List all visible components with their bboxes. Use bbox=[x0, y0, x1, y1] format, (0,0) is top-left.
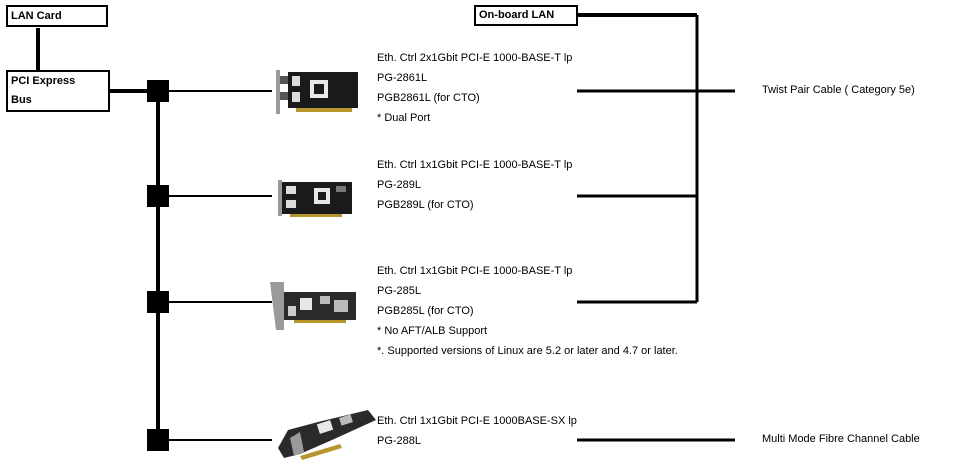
card-image-pg2861l bbox=[276, 70, 358, 114]
lan-card-box: LAN Card bbox=[6, 5, 108, 27]
junction-square-2 bbox=[147, 185, 169, 207]
pci-express-bus-box: PCI Express Bus bbox=[6, 70, 110, 112]
twisted-pair-cable-label: Twist Pair Cable ( Category 5e) bbox=[762, 84, 915, 96]
card-image-pg289l bbox=[278, 180, 352, 217]
pci-express-label-line1: PCI Express bbox=[8, 72, 108, 91]
card1-line-1: Eth. Ctrl 2x1Gbit PCI-E 1000-BASE-T lp bbox=[377, 48, 572, 68]
card-image-pg285l bbox=[270, 282, 356, 330]
junction-square-3 bbox=[147, 291, 169, 313]
card1-line-2: PG-2861L bbox=[377, 68, 572, 88]
card-description-4: Eth. Ctrl 1x1Gbit PCI-E 1000BASE-SX lp P… bbox=[377, 411, 577, 451]
card2-line-1: Eth. Ctrl 1x1Gbit PCI-E 1000-BASE-T lp bbox=[377, 155, 572, 175]
card1-line-3: PGB2861L (for CTO) bbox=[377, 88, 572, 108]
card3-line-2: PG-285L bbox=[377, 281, 678, 301]
card-description-3: Eth. Ctrl 1x1Gbit PCI-E 1000-BASE-T lp P… bbox=[377, 261, 678, 361]
junction-square-1 bbox=[147, 80, 169, 102]
card1-line-4: * Dual Port bbox=[377, 108, 572, 128]
card2-line-3: PGB289L (for CTO) bbox=[377, 195, 572, 215]
onboard-lan-box: On-board LAN bbox=[474, 5, 578, 26]
onboard-lan-label: On-board LAN bbox=[476, 7, 576, 24]
junction-square-4 bbox=[147, 429, 169, 451]
card3-line-1: Eth. Ctrl 1x1Gbit PCI-E 1000-BASE-T lp bbox=[377, 261, 678, 281]
card3-line-4: * No AFT/ALB Support bbox=[377, 321, 678, 341]
fibre-cable-label: Multi Mode Fibre Channel Cable bbox=[762, 433, 920, 445]
card2-line-2: PG-289L bbox=[377, 175, 572, 195]
card-image-pg288l bbox=[278, 410, 376, 460]
lan-card-label: LAN Card bbox=[8, 7, 106, 25]
card3-line-3: PGB285L (for CTO) bbox=[377, 301, 678, 321]
card4-line-1: Eth. Ctrl 1x1Gbit PCI-E 1000BASE-SX lp bbox=[377, 411, 577, 431]
card3-line-5: *. Supported versions of Linux are 5.2 o… bbox=[377, 341, 678, 361]
card-description-1: Eth. Ctrl 2x1Gbit PCI-E 1000-BASE-T lp P… bbox=[377, 48, 572, 128]
card4-line-2: PG-288L bbox=[377, 431, 577, 451]
pci-express-label-line2: Bus bbox=[8, 91, 108, 110]
card-description-2: Eth. Ctrl 1x1Gbit PCI-E 1000-BASE-T lp P… bbox=[377, 155, 572, 215]
